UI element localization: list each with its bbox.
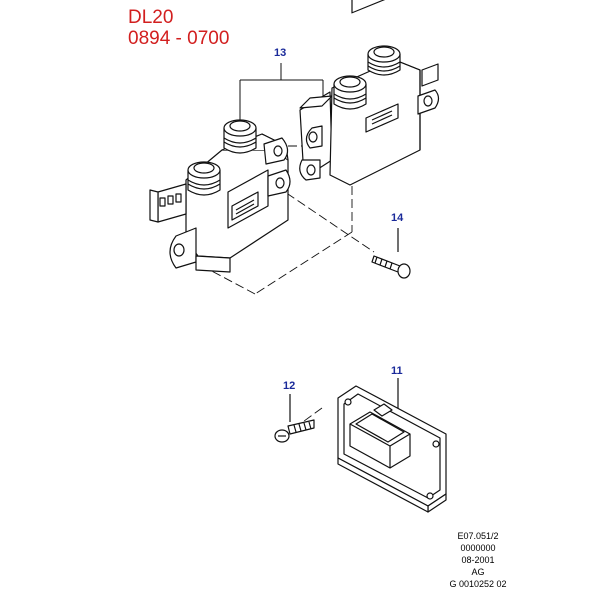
callout-14: 14: [391, 212, 404, 224]
page-title-date-range: 0894 - 0700: [128, 28, 230, 49]
reference-drawing-number: G 0010252 02: [449, 579, 507, 589]
ignition-coil-pack-front: [149, 119, 291, 273]
coil-mounting-screw: [371, 228, 411, 279]
module-mounting-screw: [274, 394, 315, 443]
ignition-control-module: [337, 378, 447, 513]
reference-date: 08-2001: [461, 555, 495, 565]
installation-dash-lines: [175, 145, 375, 425]
callout-13: 13: [274, 47, 287, 59]
reference-code-4: AG: [471, 567, 485, 577]
reference-code-2: 0000000: [460, 543, 496, 553]
reference-code-1: E07.051/2: [457, 531, 499, 541]
callout-12: 12: [283, 380, 296, 392]
ignition-coil-pack-rear: [299, 0, 440, 186]
page-title-model: DL20: [128, 7, 174, 28]
callout-13-leader: [239, 63, 324, 122]
callout-11: 11: [391, 365, 403, 377]
